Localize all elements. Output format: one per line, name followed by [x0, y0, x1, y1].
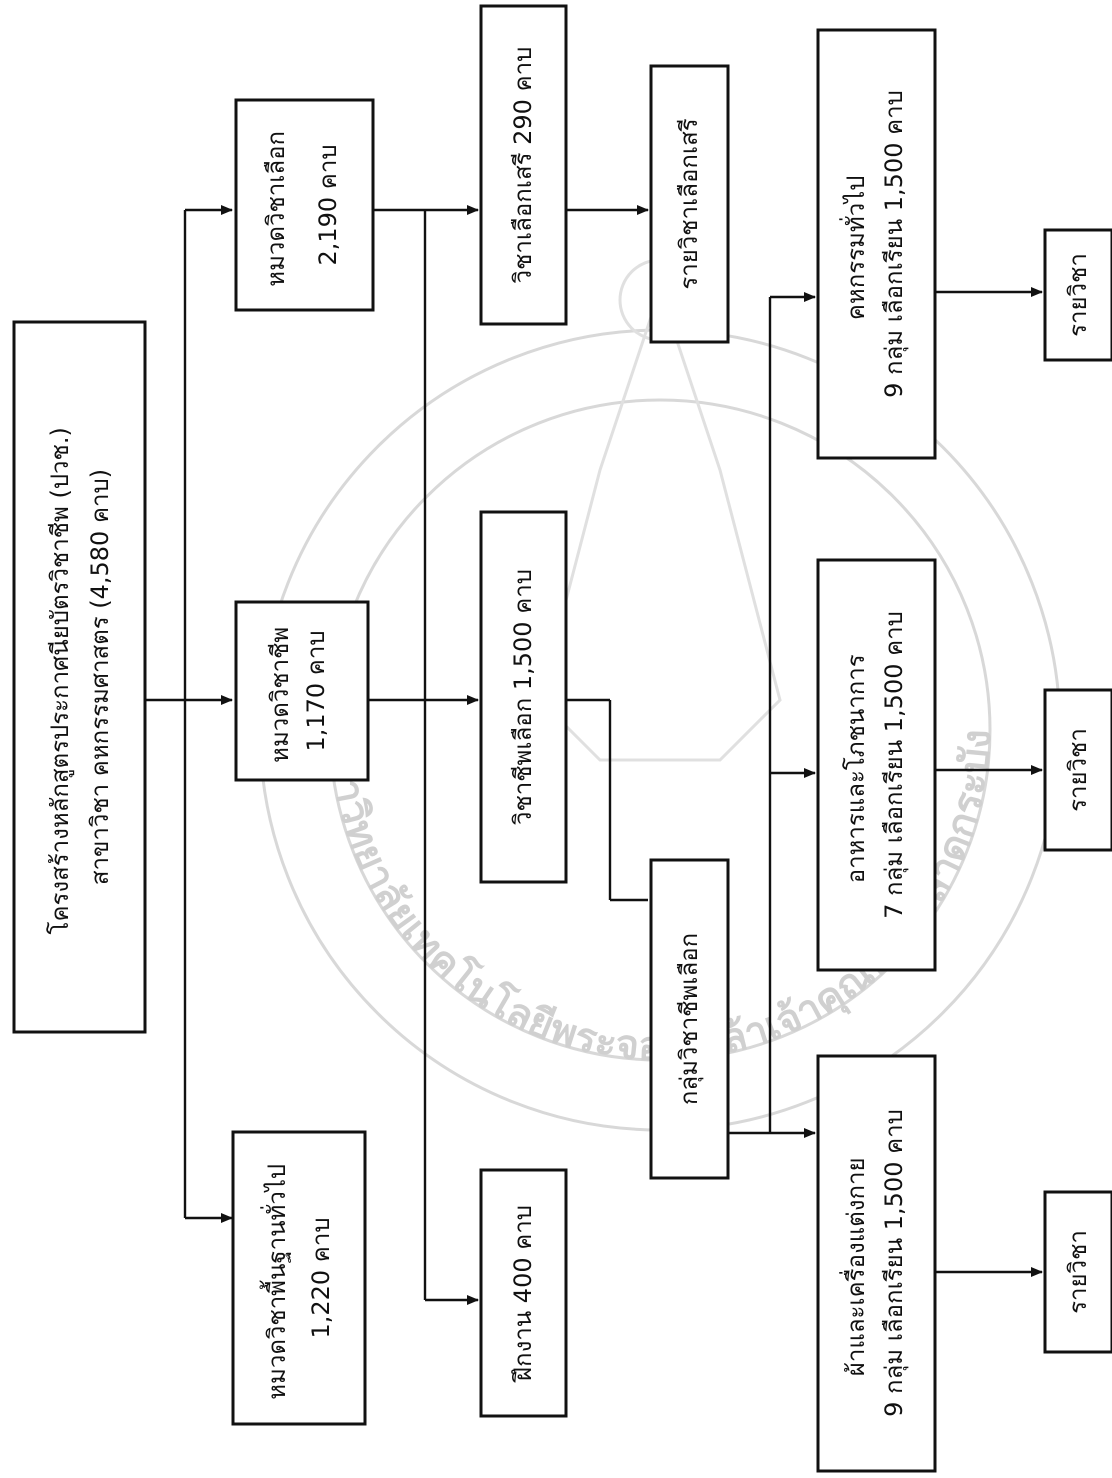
svg-text:อาหารและโภชนาการ 7 กลุ่ม: อาหารและโภชนาการ 7 กลุ่ม เลือกเรียน 1,50… — [842, 611, 909, 919]
root-subtitle: สาขาวิชา คหกรรมศาสตร (4,580 คาบ) — [86, 469, 114, 885]
fabric-course-list-label: รายวิชา — [1064, 1230, 1092, 1314]
elective-category-box: หมวดวิชาเลือก 2,190 คาบ — [234, 98, 375, 312]
elective-category-hours: 2,190 คาบ — [314, 144, 342, 265]
food-course-list-label: รายวิชา — [1064, 728, 1092, 812]
fabric-group-title: ผ้าและเครื่องแต่งกาย — [839, 1157, 870, 1376]
practice-label: ฝึกงาน 400 คาบ — [509, 1205, 537, 1384]
root-box: โครงสร้างหลักสูตรประกาศนียบัตรวิชาชีพ (ป… — [12, 320, 147, 1034]
vocational-elective-label: วิชาชีพเลือก 1,500 คาบ — [509, 569, 537, 825]
vocational-category-hours: 1,170 คาบ — [302, 630, 330, 751]
home-econ-course-list-box: รายวิชา — [1043, 228, 1112, 362]
vocational-elective-box: วิชาชีพเลือก 1,500 คาบ — [479, 510, 568, 884]
free-elective-list-box: รายวิชาเลือกเสรี — [649, 64, 730, 344]
fabric-group-box: ผ้าและเครื่องแต่งกาย 9 กลุ่ม เลือกเรียน … — [816, 1054, 937, 1473]
svg-text:หมวดวิชาพื้นฐานทั่วไป 1,: หมวดวิชาพื้นฐานทั่วไป 1,220 คาบ — [259, 1156, 335, 1400]
free-elective-box: วิชาเลือกเสรี 290 คาบ — [479, 4, 568, 326]
home-econ-course-list-label: รายวิชา — [1064, 253, 1092, 337]
home-econ-group-box: คหกรรมทั่วไป 9 กลุ่ม เลือกเรียน 1,500 คา… — [816, 28, 937, 460]
elective-category-title: หมวดวิชาเลือก — [262, 131, 290, 287]
connectors — [145, 205, 1043, 1305]
svg-text:หมวดวิชาชีพ 1,170 คาบ: หมวดวิชาชีพ 1,170 คาบ — [266, 619, 330, 763]
free-elective-label: วิชาเลือกเสรี 290 คาบ — [509, 47, 537, 284]
svg-text:คหกรรมทั่วไป 9 กลุ่ม เลื: คหกรรมทั่วไป 9 กลุ่ม เลือกเรียน 1,500 คา… — [839, 90, 909, 398]
general-category-box: หมวดวิชาพื้นฐานทั่วไป 1,220 คาบ — [231, 1130, 367, 1426]
vocational-category-box: หมวดวิชาชีพ 1,170 คาบ — [234, 600, 370, 782]
vocational-groups-label: กลุ่มวิชาชีพเลือก — [675, 933, 704, 1105]
free-elective-list-label: รายวิชาเลือกเสรี — [675, 118, 703, 289]
food-group-detail: 7 กลุ่ม เลือกเรียน 1,500 คาบ — [880, 611, 909, 919]
fabric-course-list-box: รายวิชา — [1043, 1190, 1112, 1354]
vocational-category-title: หมวดวิชาชีพ — [266, 627, 294, 763]
food-course-list-box: รายวิชา — [1043, 688, 1112, 852]
svg-text:ผ้าและเครื่องแต่งกาย 9 ก: ผ้าและเครื่องแต่งกาย 9 กลุ่ม เลือกเรียน … — [839, 1109, 909, 1417]
fabric-group-detail: 9 กลุ่ม เลือกเรียน 1,500 คาบ — [880, 1109, 909, 1417]
svg-text:โครงสร้างหลักสูตรประกาศนียบัตร: โครงสร้างหลักสูตรประกาศนียบัตรวิชาชีพ (ป… — [46, 420, 114, 935]
vocational-groups-box: กลุ่มวิชาชีพเลือก — [649, 858, 730, 1180]
watermark-crown-icon — [538, 285, 782, 762]
svg-text:หมวดวิชาเลือก 2,190 คาบ: หมวดวิชาเลือก 2,190 คาบ — [262, 123, 342, 286]
home-econ-group-detail: 9 กลุ่ม เลือกเรียน 1,500 คาบ — [880, 90, 909, 398]
general-category-title: หมวดวิชาพื้นฐานทั่วไป — [259, 1164, 291, 1400]
practice-box: ฝึกงาน 400 คาบ — [479, 1168, 568, 1418]
food-group-box: อาหารและโภชนาการ 7 กลุ่ม เลือกเรียน 1,50… — [816, 558, 937, 972]
food-group-title: อาหารและโภชนาการ — [842, 654, 870, 883]
root-title: โครงสร้างหลักสูตรประกาศนียบัตรวิชาชีพ (ป… — [46, 427, 75, 934]
general-category-hours: 1,220 คาบ — [307, 1217, 335, 1338]
home-econ-group-title: คหกรรมทั่วไป — [839, 176, 870, 321]
